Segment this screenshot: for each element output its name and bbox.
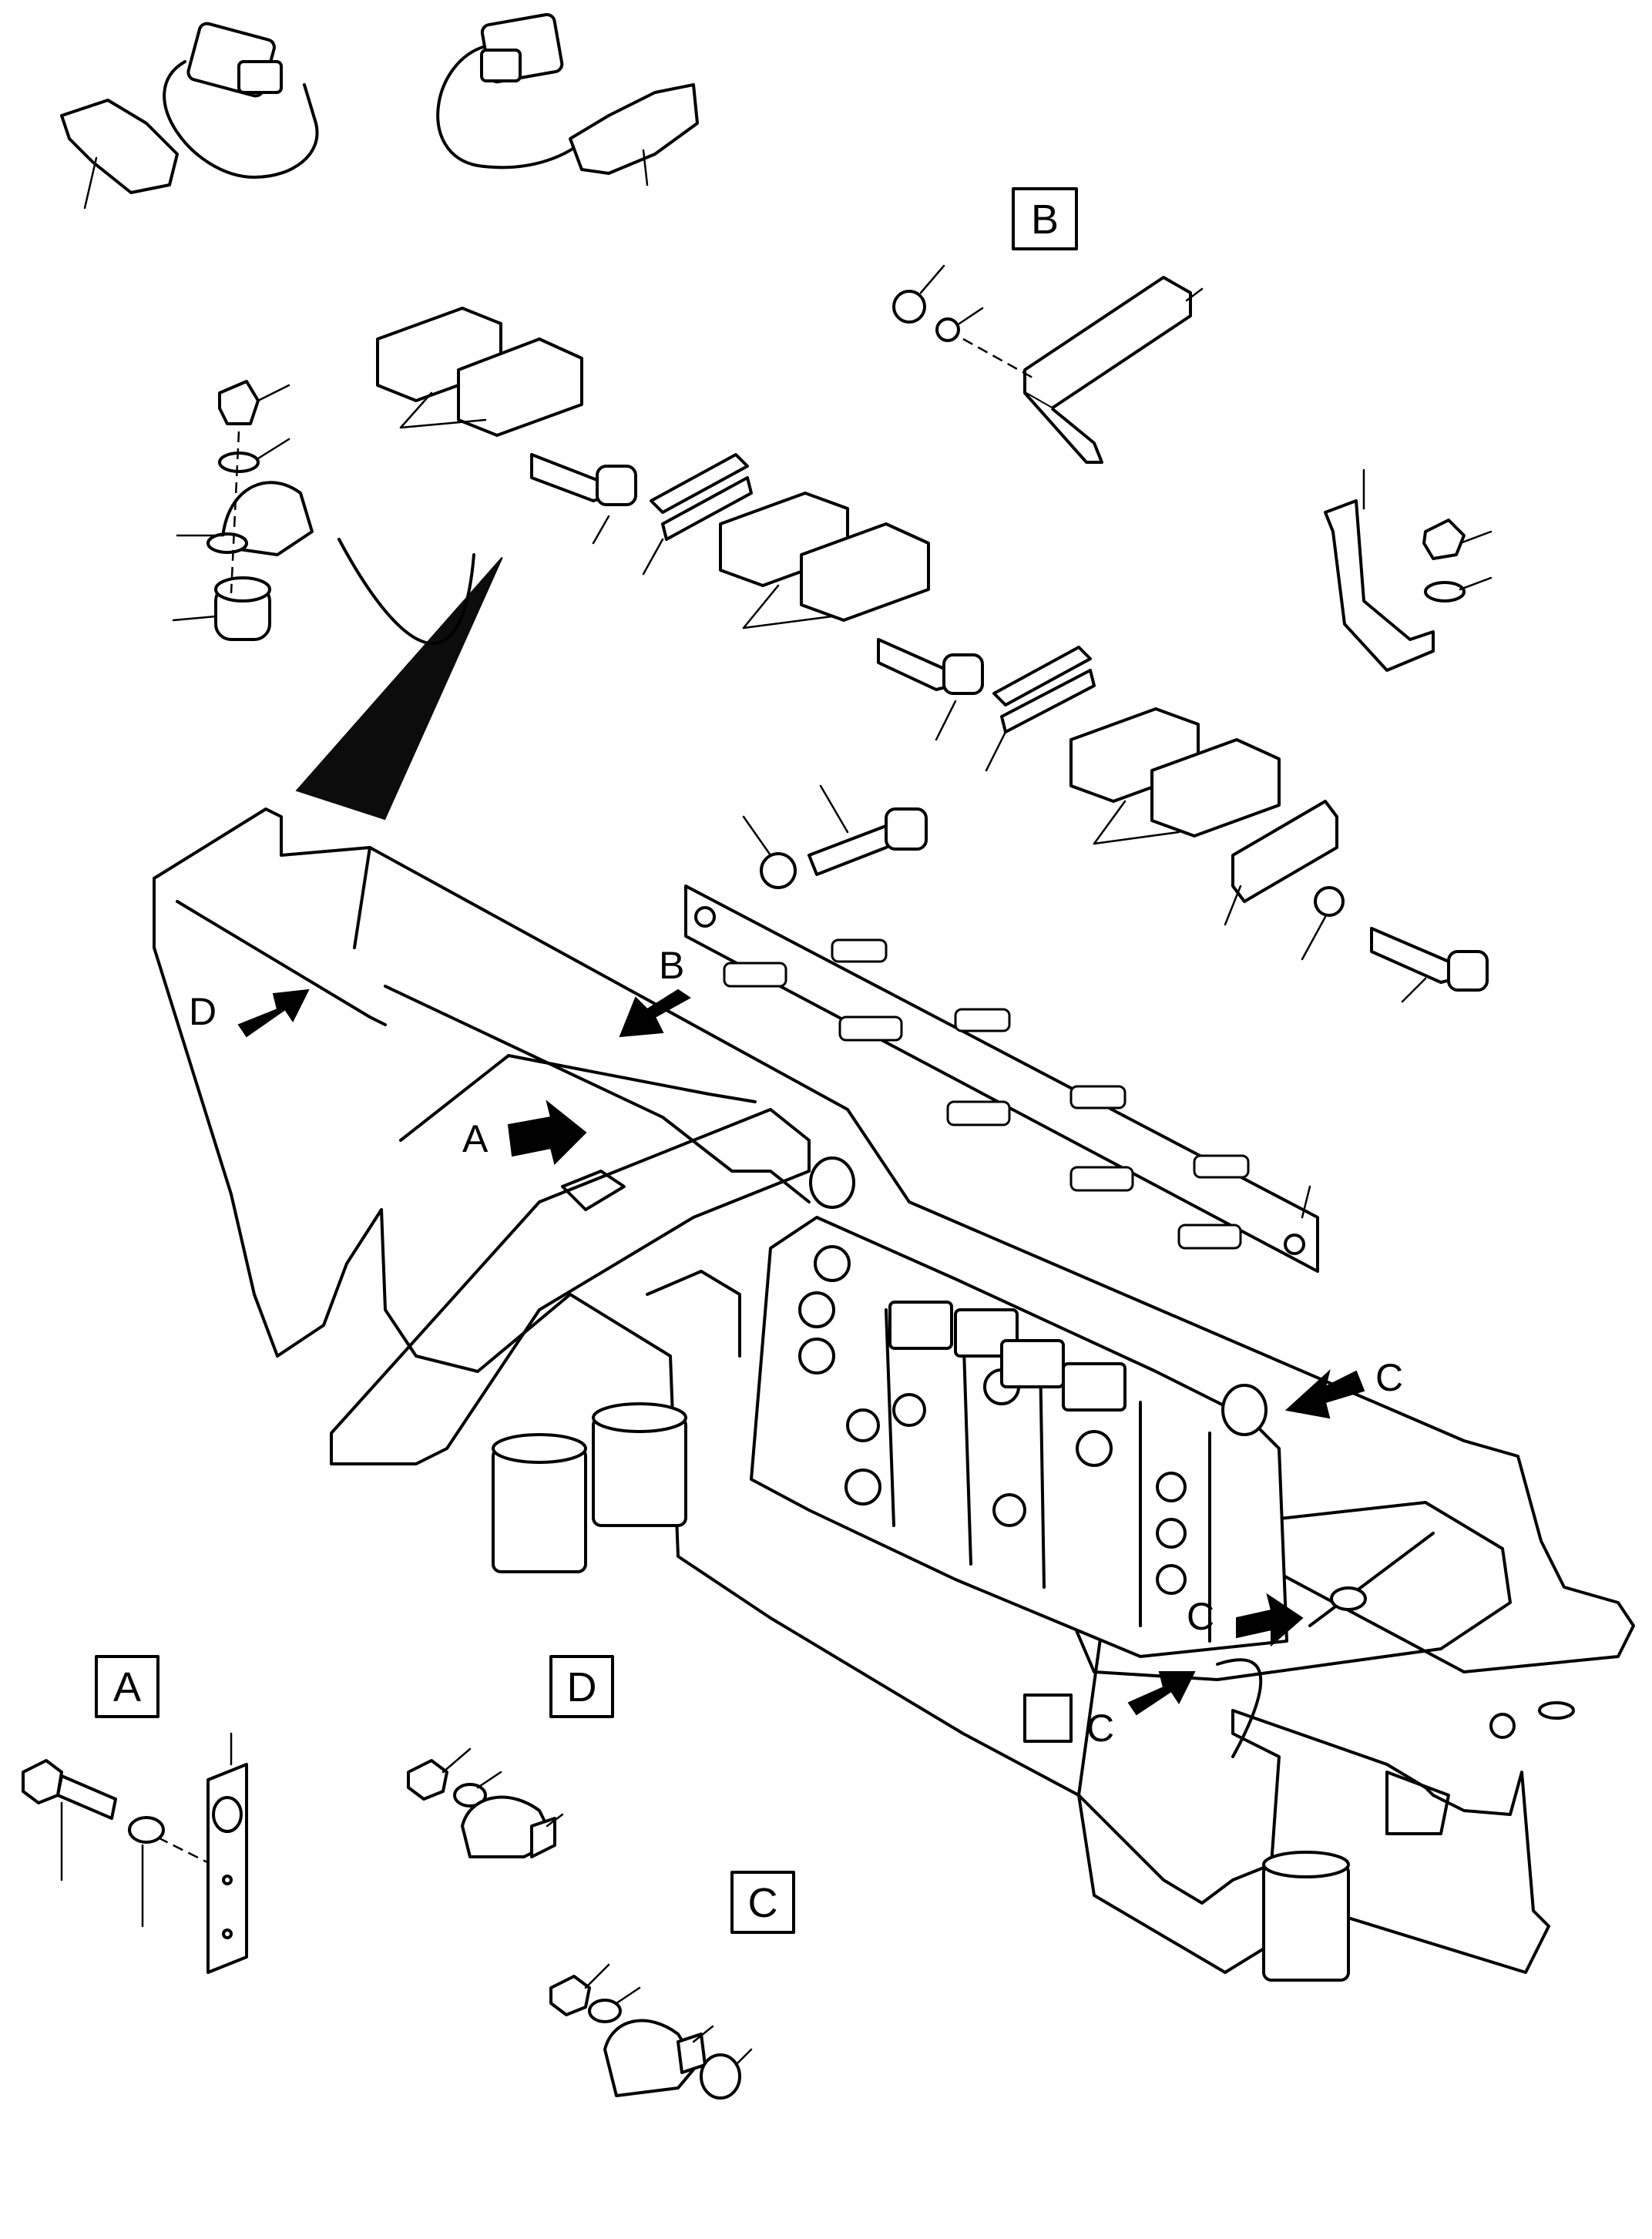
clamp-block-set-2 <box>719 492 930 629</box>
pressure-sensor-left <box>60 22 319 210</box>
control-valve-block <box>750 1156 1288 1658</box>
bolt-washer-right <box>1301 886 1489 1003</box>
arrow-c-middle: C <box>1187 1593 1304 1647</box>
arrow-d: D <box>189 989 310 1038</box>
spring-mounting-plate <box>684 885 1319 1273</box>
view-b-label-box: B <box>1012 187 1078 250</box>
shim-1 <box>642 453 753 576</box>
view-b-label: B <box>1031 196 1059 243</box>
clamp-stack-left <box>172 380 314 641</box>
view-c-detail: C <box>549 1871 795 2100</box>
z-bracket-right <box>1324 468 1493 672</box>
arrow-c-lower-label: C <box>1086 1707 1114 1750</box>
clamp-block-set-3 <box>1069 707 1281 845</box>
bolt-1 <box>530 453 637 545</box>
view-a-detail: A <box>22 1655 248 1974</box>
arrow-b-label: B <box>659 944 684 987</box>
pressure-sensor-right <box>436 12 699 186</box>
mounting-plate-small <box>1224 800 1338 926</box>
bolt-washer-center <box>742 784 928 889</box>
view-d-detail: D <box>407 1655 614 1858</box>
arrow-c-middle-label: C <box>1187 1595 1214 1638</box>
arrow-c-upper: C <box>1284 1356 1403 1419</box>
view-a-label: A <box>113 1664 141 1710</box>
bracket-b <box>892 264 1204 464</box>
bolt-2 <box>877 638 984 741</box>
clamp-block-set-1 <box>376 307 583 437</box>
arrow-c-lower: C <box>1086 1671 1196 1750</box>
arrow-d-label: D <box>189 990 217 1033</box>
arrow-a-label: A <box>462 1117 489 1160</box>
shim-2 <box>985 646 1096 772</box>
clamp-mount-c <box>1216 1532 1435 1758</box>
arrow-b: B <box>619 944 691 1038</box>
arrow-c-upper-label: C <box>1375 1356 1403 1399</box>
view-d-label: D <box>567 1664 597 1710</box>
arrow-a: A <box>462 1099 587 1165</box>
view-c-label: C <box>748 1880 778 1926</box>
main-frame <box>153 538 1635 1982</box>
